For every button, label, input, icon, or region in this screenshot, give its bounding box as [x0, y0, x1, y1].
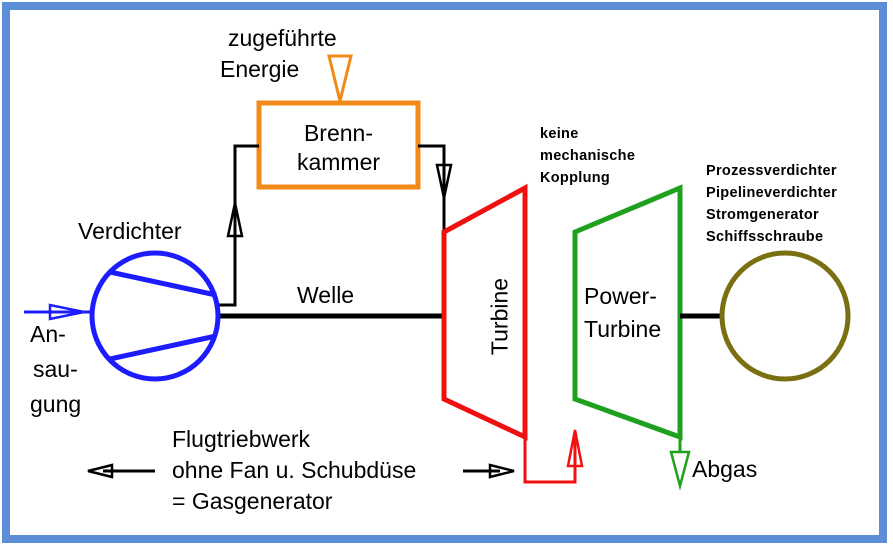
load-label-2: Stromgenerator — [706, 207, 819, 223]
duct-arrow-up — [566, 429, 584, 468]
power-turbine-label-line1: Power- — [584, 283, 657, 309]
gasgen-label-line1: Flugtriebwerk — [172, 426, 311, 452]
load-circle — [719, 250, 851, 382]
intake-label-line2: sau- — [33, 356, 78, 382]
coupling-label-line2: mechanische — [540, 148, 636, 164]
coupling-label-line3: Kopplung — [540, 170, 611, 186]
compressor-label: Verdichter — [78, 218, 182, 244]
flow-arrow-down — [435, 163, 453, 199]
power-turbine-label-line2: Turbine — [584, 316, 662, 342]
exhaust-arrow — [669, 450, 691, 491]
turbine-exhaust-duct — [523, 437, 577, 484]
gasgen-arrow-right — [488, 463, 515, 479]
coupling-label-line1: keine — [540, 126, 579, 142]
load-label-0: Prozessverdichter — [706, 163, 837, 179]
gasgen-label-line3: = Gasgenerator — [172, 488, 333, 514]
compressor-circle — [89, 250, 221, 382]
intake-arrow — [48, 303, 85, 321]
exhaust-label: Abgas — [692, 456, 758, 482]
compressor-to-chamber-line — [217, 144, 259, 307]
energy-label-line2: Energie — [220, 56, 300, 82]
load-label-3: Schiffsschraube — [706, 229, 824, 245]
intake-label-line1: An- — [30, 321, 66, 347]
shaft-label: Welle — [297, 282, 355, 308]
intake-label-line3: gung — [30, 391, 82, 417]
compressor-blade-lower — [109, 333, 217, 362]
energy-label-line1: zugeführte — [228, 25, 337, 51]
chamber-label-line1: Brenn- — [303, 120, 374, 146]
gasgen-arrow-left — [87, 463, 114, 479]
load-label-1: Pipelineverdichter — [706, 185, 838, 201]
turbine-label: Turbine — [486, 277, 513, 356]
chamber-label-line2: kammer — [296, 149, 381, 175]
chamber-to-turbine-line — [418, 144, 446, 232]
compressor-blade-upper — [109, 269, 217, 298]
gasgen-label-line2: ohne Fan u. Schubdüse — [172, 457, 417, 483]
flow-arrow-up — [226, 202, 244, 238]
energy-input-arrow — [327, 54, 353, 102]
